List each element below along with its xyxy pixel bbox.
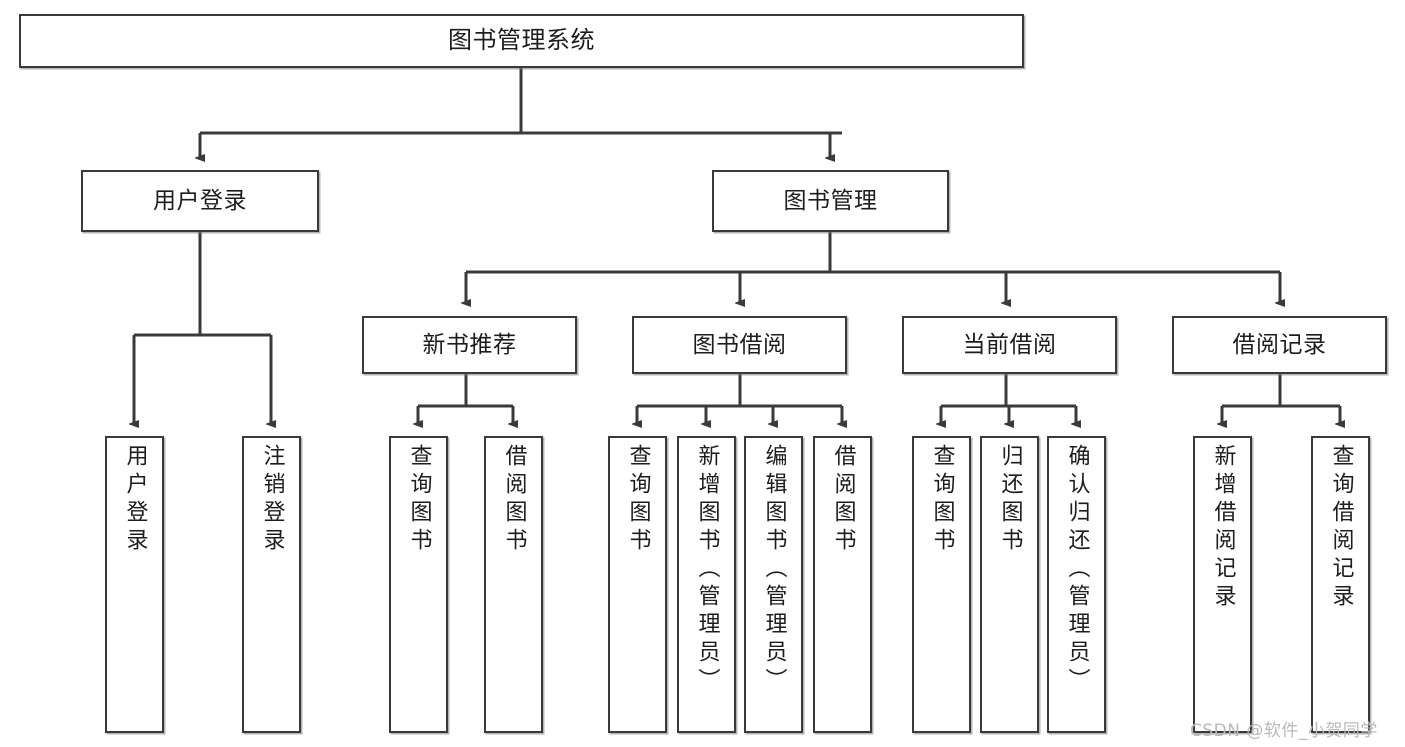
- node-label: 图书借阅: [692, 331, 787, 358]
- node-root-system[interactable]: 图书管理系统: [19, 14, 1024, 68]
- node-borrow-record[interactable]: 借阅记录: [1172, 316, 1387, 374]
- node-leaf-edit-book[interactable]: 编辑图书（管理员）: [744, 436, 803, 733]
- node-leaf-add-borrow-record[interactable]: 新增借阅记录: [1193, 436, 1252, 733]
- node-label: 查询图书: [406, 444, 432, 556]
- node-label: 确认归还（管理员）: [1064, 444, 1090, 696]
- node-book-borrow[interactable]: 图书借阅: [632, 316, 847, 374]
- node-label: 图书管理: [783, 187, 878, 214]
- node-label: 注销登录: [259, 444, 285, 556]
- node-label: 用户登录: [122, 444, 148, 556]
- node-label: 归还图书: [997, 444, 1023, 556]
- node-label: 图书管理系统: [448, 26, 595, 55]
- node-label: 编辑图书（管理员）: [761, 444, 787, 696]
- node-new-book-recommend[interactable]: 新书推荐: [362, 316, 577, 374]
- node-label: 新书推荐: [422, 331, 517, 358]
- node-leaf-query-book-borrow[interactable]: 查询图书: [608, 436, 667, 733]
- node-label: 借阅记录: [1232, 331, 1327, 358]
- node-leaf-logout[interactable]: 注销登录: [242, 436, 301, 733]
- node-leaf-query-book-recommend[interactable]: 查询图书: [389, 436, 448, 733]
- node-leaf-borrow-book[interactable]: 借阅图书: [813, 436, 872, 733]
- node-user-login[interactable]: 用户登录: [81, 170, 319, 232]
- node-label: 当前借阅: [962, 331, 1057, 358]
- node-label: 新增图书（管理员）: [694, 444, 720, 696]
- node-leaf-add-book[interactable]: 新增图书（管理员）: [677, 436, 736, 733]
- node-leaf-user-login[interactable]: 用户登录: [105, 436, 164, 733]
- node-label: 查询图书: [929, 444, 955, 556]
- node-leaf-borrow-book-recommend[interactable]: 借阅图书: [484, 436, 543, 733]
- node-book-manage[interactable]: 图书管理: [712, 170, 949, 232]
- node-label: 借阅图书: [501, 444, 527, 556]
- node-leaf-query-book-current[interactable]: 查询图书: [912, 436, 971, 733]
- node-current-borrow[interactable]: 当前借阅: [902, 316, 1117, 374]
- node-leaf-confirm-return[interactable]: 确认归还（管理员）: [1047, 436, 1106, 733]
- node-label: 新增借阅记录: [1210, 444, 1236, 612]
- node-label: 查询借阅记录: [1328, 444, 1354, 612]
- node-leaf-query-borrow-record[interactable]: 查询借阅记录: [1311, 436, 1370, 733]
- node-label: 借阅图书: [830, 444, 856, 556]
- node-leaf-return-book[interactable]: 归还图书: [980, 436, 1039, 733]
- node-label: 查询图书: [625, 444, 651, 556]
- node-label: 用户登录: [153, 187, 247, 214]
